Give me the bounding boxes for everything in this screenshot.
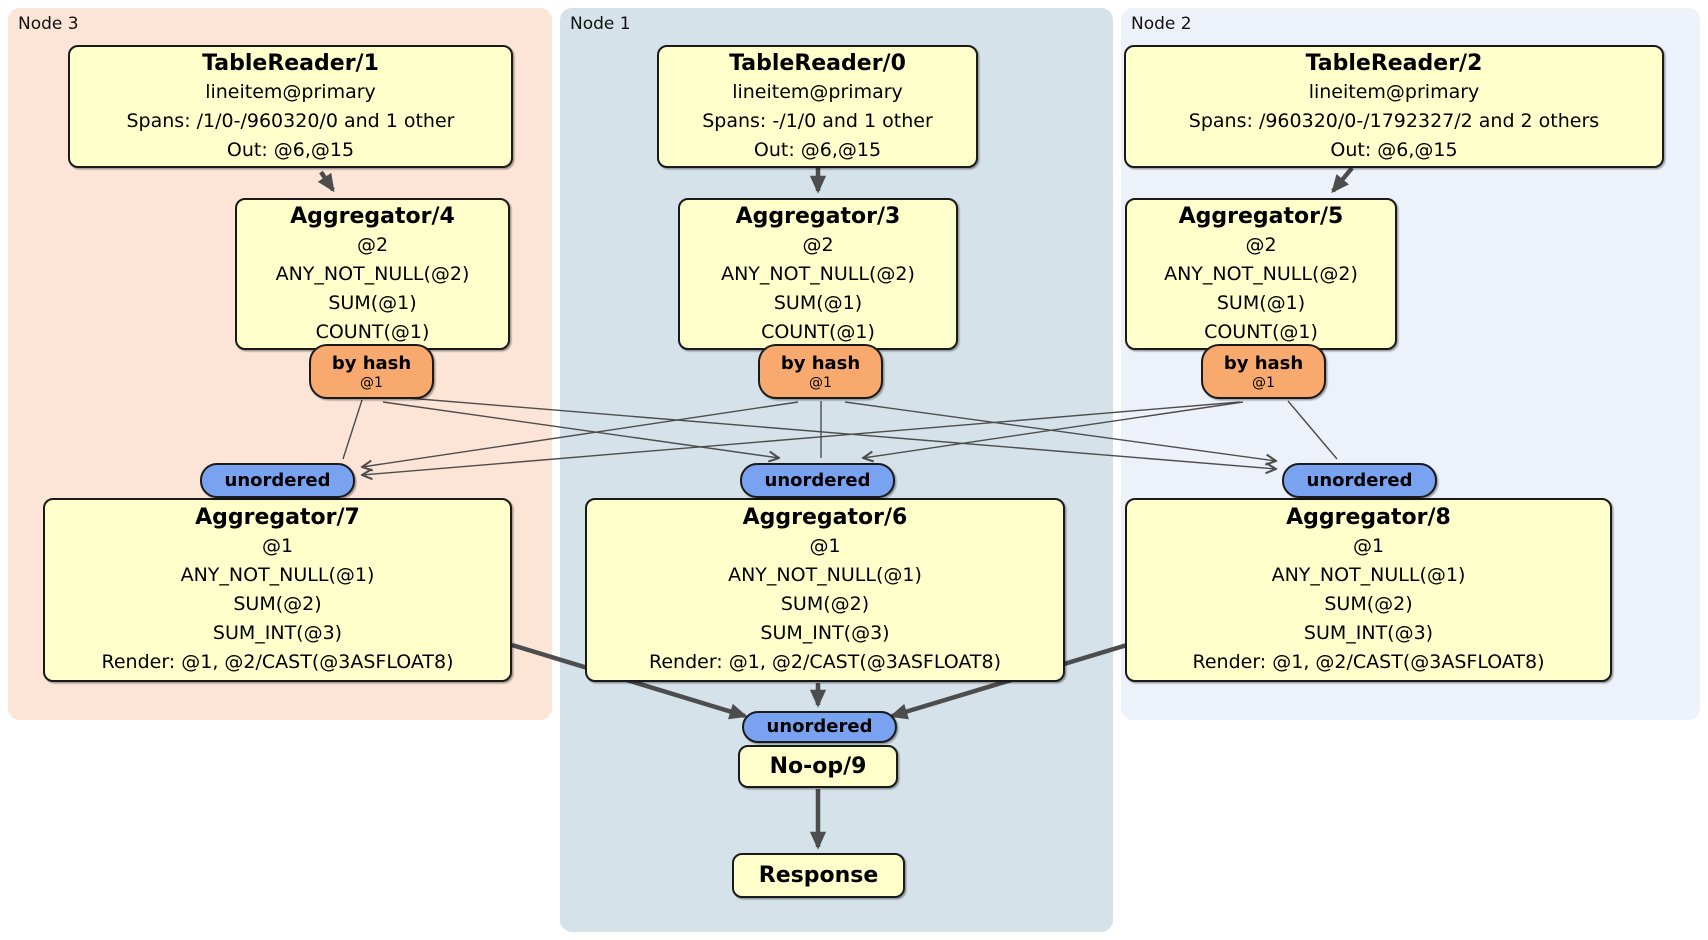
agg-fn: COUNT(@1) [1204,320,1318,343]
agg-fn: SUM(@1) [773,291,863,314]
edge-hash3-un1 [382,401,779,458]
agg-fn: ANY_NOT_NULL(@2) [275,262,470,285]
edge-hash1-un3 [362,401,799,467]
agg-render: Render: @1, @2/CAST(@3ASFLOAT8) [1192,651,1545,673]
processor-aggregator-5: Aggregator/5 @2 ANY_NOT_NULL(@2) SUM(@1)… [1125,198,1397,350]
processor-title: Aggregator/6 [742,505,908,530]
sync-label: unordered [764,469,871,491]
processor-title: Aggregator/8 [1286,505,1451,530]
agg-group-cols: @1 [809,535,841,557]
processor-spans: Spans: -/1/0 and 1 other [702,109,933,132]
edge-hash1-un2 [844,401,1276,461]
sync-label: unordered [766,716,873,737]
processor-title: No-op/9 [769,753,867,779]
processor-response: Response [732,853,905,898]
processor-aggregator-7: Aggregator/7 @1 ANY_NOT_NULL(@1) SUM(@2)… [43,498,512,682]
processor-index: lineitem@primary [732,80,903,103]
agg-fn: SUM(@1) [328,291,417,314]
agg-fn: ANY_NOT_NULL(@2) [1164,262,1358,285]
edge-hash2-un3 [362,401,1241,475]
edge-tr2-agg5 [1331,166,1354,194]
processor-spans: Spans: /960320/0-/1792327/2 and 2 others [1188,109,1600,132]
edge-hash2-un2 [1287,400,1338,460]
agg-fn: COUNT(@1) [761,320,875,343]
agg-render: Render: @1, @2/CAST(@3ASFLOAT8) [101,651,454,673]
edge-hash2-un1 [863,401,1244,458]
processor-title: Aggregator/7 [195,505,360,530]
agg-group-cols: @1 [1352,535,1385,557]
node1-label: Node 1 [570,14,631,34]
sync-label: unordered [224,469,331,491]
processor-title: Response [758,862,879,888]
router-by-hash-node3: by hash @1 [309,344,434,399]
processor-out: Out: @6,@15 [1330,138,1458,161]
agg-fn: COUNT(@1) [315,320,430,343]
processor-title: Aggregator/5 [1178,203,1344,229]
sync-unordered-node3: unordered [200,463,355,498]
sync-label: unordered [1306,469,1413,491]
router-label: by hash [780,352,861,374]
edge-hash3-un3 [342,399,363,460]
router-label: by hash [1223,352,1304,374]
agg-fn: SUM_INT(@3) [1303,622,1434,644]
sync-unordered-node2: unordered [1282,463,1437,498]
agg-fn: SUM(@1) [1216,291,1306,314]
edge-hash3-un2 [394,396,1276,469]
processor-aggregator-8: Aggregator/8 @1 ANY_NOT_NULL(@1) SUM(@2)… [1125,498,1612,682]
processor-tablereader-0: TableReader/0 lineitem@primary Spans: -/… [657,45,978,168]
agg-fn: SUM_INT(@3) [760,622,890,644]
router-hash-columns: @1 [360,374,383,391]
processor-title: Aggregator/3 [735,203,901,229]
processor-aggregator-4: Aggregator/4 @2 ANY_NOT_NULL(@2) SUM(@1)… [235,198,510,350]
processor-aggregator-3: Aggregator/3 @2 ANY_NOT_NULL(@2) SUM(@1)… [678,198,958,350]
router-hash-columns: @1 [809,374,832,391]
agg-group-cols: @2 [802,233,834,256]
processor-tablereader-2: TableReader/2 lineitem@primary Spans: /9… [1124,45,1664,168]
processor-title: Aggregator/4 [290,203,455,229]
processor-aggregator-6: Aggregator/6 @1 ANY_NOT_NULL(@1) SUM(@2)… [585,498,1065,682]
agg-fn: ANY_NOT_NULL(@1) [180,564,375,586]
processor-tablereader-1: TableReader/1 lineitem@primary Spans: /1… [68,45,513,168]
agg-fn: ANY_NOT_NULL(@1) [1271,564,1466,586]
agg-render: Render: @1, @2/CAST(@3ASFLOAT8) [649,651,1001,673]
agg-fn: SUM(@2) [233,593,322,615]
sync-unordered-node1: unordered [740,463,895,498]
processor-title: TableReader/0 [729,50,906,76]
router-label: by hash [331,352,412,374]
processor-noop-9: No-op/9 [738,745,898,788]
agg-fn: ANY_NOT_NULL(@2) [721,262,915,285]
agg-fn: SUM(@2) [1324,593,1413,615]
agg-group-cols: @2 [1245,233,1277,256]
agg-group-cols: @1 [261,535,294,557]
router-by-hash-node2: by hash @1 [1201,344,1326,399]
processor-title: TableReader/1 [202,50,379,76]
agg-fn: SUM(@2) [780,593,870,615]
agg-fn: SUM_INT(@3) [212,622,343,644]
processor-index: lineitem@primary [1308,80,1480,103]
node2-label: Node 2 [1131,14,1192,34]
processor-out: Out: @6,@15 [226,138,355,161]
processor-spans: Spans: /1/0-/960320/0 and 1 other [126,109,455,132]
processor-out: Out: @6,@15 [753,138,882,161]
agg-group-cols: @2 [356,233,389,256]
sync-unordered-final: unordered [742,711,897,743]
router-by-hash-node1: by hash @1 [758,344,883,399]
node3-label: Node 3 [18,14,79,34]
edge-tr1-agg4 [317,170,335,193]
agg-fn: ANY_NOT_NULL(@1) [728,564,922,586]
processor-index: lineitem@primary [205,80,376,103]
processor-title: TableReader/2 [1305,50,1483,76]
router-hash-columns: @1 [1252,374,1275,391]
